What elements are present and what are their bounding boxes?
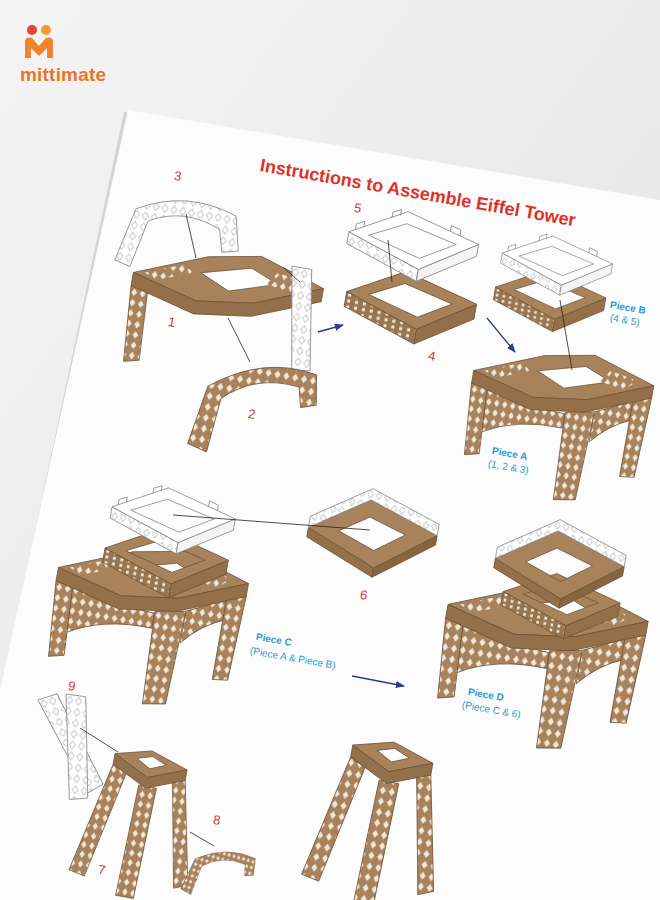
brown-arch-piece	[180, 840, 258, 900]
label-holder: 2	[247, 404, 257, 423]
tower-base	[454, 335, 657, 513]
label-holder: 3	[173, 166, 183, 185]
callout-number: 2	[247, 407, 257, 423]
label-holder: (4 & 5)	[609, 307, 642, 330]
tower-middle	[298, 730, 458, 900]
deck-piece	[489, 510, 630, 618]
white-frame-piece	[106, 478, 239, 563]
title-holder: Instructions to Assemble Eiffel Tower	[258, 155, 577, 231]
piece-parts: (4 & 5)	[609, 312, 641, 329]
piece-parts: (1, 2 & 3)	[487, 458, 530, 476]
callout-number: 7	[97, 863, 107, 879]
callout-number: 4	[427, 349, 437, 365]
callout-number: 8	[212, 813, 222, 829]
logo-dot	[27, 25, 37, 35]
assembly-line	[284, 268, 300, 282]
instruction-sheet	[0, 110, 660, 900]
step-arrow	[487, 318, 515, 352]
assembly-line	[560, 300, 572, 370]
callout-number: 3	[173, 169, 183, 185]
assembly-line	[388, 240, 392, 282]
callout-number: 9	[67, 679, 77, 695]
white-frame-piece	[342, 201, 482, 291]
logo-dot	[41, 25, 51, 35]
label-holder: 7	[97, 860, 107, 879]
assembly-line	[228, 318, 250, 362]
assembly-line	[186, 214, 196, 258]
callout-number: 1	[167, 315, 177, 331]
label-holder: (Piece A & Piece B)	[249, 640, 338, 673]
label-holder: 4	[427, 346, 437, 365]
label-holder: 8	[212, 810, 222, 829]
brand-name: mittimate	[20, 64, 106, 86]
white-leg-piece	[274, 266, 328, 375]
brown-arch-piece	[187, 353, 322, 469]
label-holder: 1	[167, 312, 177, 331]
assembly-line	[173, 515, 370, 530]
piece-parts: (Piece A & Piece B)	[249, 645, 336, 671]
brand-logo	[25, 25, 53, 58]
white-frame-piece	[497, 227, 616, 303]
logo-mark	[25, 38, 53, 59]
label-holder: (Piece C & 6)	[461, 694, 523, 722]
step-arrow	[352, 676, 404, 686]
label-holder: 5	[353, 198, 363, 217]
white-leg-piece	[52, 694, 102, 802]
label-holder: 6	[359, 585, 369, 604]
piece-parts: (Piece C & 6)	[461, 699, 522, 721]
assembly-line	[190, 832, 214, 846]
label-holder: 9	[67, 676, 77, 695]
deck-piece	[302, 479, 443, 587]
assembly-line	[80, 728, 118, 752]
page-title: Instructions to Assemble Eiffel Tower	[258, 155, 577, 231]
step-arrow	[318, 325, 343, 332]
callout-number: 6	[359, 588, 369, 604]
label-holder: mittimate	[20, 64, 106, 86]
callout-number: 5	[353, 201, 363, 217]
